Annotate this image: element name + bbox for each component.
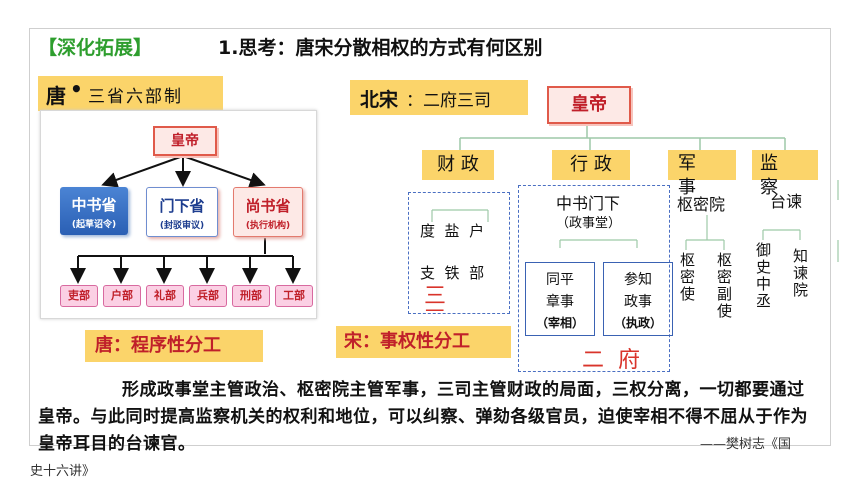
sheng-name: 门下省: [159, 197, 205, 215]
supervision-name: 台谏: [770, 192, 803, 211]
tang-label: 唐 • 三省六部制: [38, 76, 223, 111]
admin-left-l2: 章事: [546, 294, 574, 310]
branch-finance: 财 政: [422, 150, 494, 180]
page-title: 1.思考：唐宋分散相权的方式有何区别: [218, 37, 543, 59]
branch-supervision-text: 监 察: [760, 153, 778, 198]
military-a: 枢密使: [678, 252, 696, 303]
song-label-main: 北宋: [360, 89, 399, 111]
admin-right-role: （执政）: [613, 316, 662, 330]
admin-left-l1: 同平: [546, 272, 574, 288]
sheng-role: (封驳审议): [159, 221, 205, 231]
branch-military: [668, 150, 736, 180]
finance-row2: 支 铁 部: [420, 264, 485, 282]
admin-chancellor-box: 同平 章事 （宰相）: [525, 262, 595, 336]
ministry-gong: 工部: [275, 285, 313, 307]
admin-group-label: 二 府: [582, 348, 640, 373]
ministry-xing: 刑部: [232, 285, 270, 307]
admin-group-box: [518, 185, 670, 372]
branch-supervision: [752, 150, 818, 180]
branch-military-text: 军 事: [678, 153, 696, 198]
song-label: 北宋 ：二府三司: [350, 80, 528, 115]
shengs-zhongshu: 中书省 (起草诏令): [60, 187, 128, 235]
military-b: 枢密副使: [715, 252, 733, 320]
tang-emperor-box: 皇帝: [153, 126, 217, 156]
ministry-bing: 兵部: [189, 285, 227, 307]
ministry-hu: 户部: [103, 285, 141, 307]
song-label-rest: ：二府三司: [406, 91, 491, 111]
admin-name: 中书门下: [556, 194, 621, 213]
slide-frame: [29, 28, 831, 446]
quote-source-a: ——樊树志《国: [700, 437, 792, 452]
finance-group-label: 三 司: [424, 285, 446, 311]
sheng-role: (执行机构): [245, 221, 291, 231]
admin-right-l2: 政事: [624, 294, 652, 310]
tang-label-main: 唐: [46, 84, 66, 108]
tang-conclusion: 唐：程序性分工: [85, 330, 263, 362]
section-tag: 【深化拓展】: [38, 37, 153, 59]
admin-left-role: （宰相）: [535, 316, 584, 330]
sheng-role: (起草诏令): [71, 220, 117, 230]
sheng-name: 中书省: [71, 196, 117, 214]
shengs-menxia: 门下省 (封驳审议): [146, 187, 218, 237]
sheng-name: 尚书省: [245, 197, 291, 215]
admin-sub: （政事堂）: [556, 216, 622, 231]
tang-label-dot: •: [70, 77, 83, 101]
finance-row1: 度 盐 户: [420, 222, 485, 240]
supervision-b: 知谏院: [791, 248, 809, 299]
quote-source-b: 史十六讲》: [30, 464, 96, 479]
song-conclusion: 宋：事权性分工: [336, 326, 511, 358]
song-emperor-box: 皇帝: [547, 86, 631, 124]
ministry-li: 吏部: [60, 285, 98, 307]
finance-group-box: [408, 192, 510, 314]
admin-vice-box: 参知 政事 （执政）: [603, 262, 673, 336]
military-name: 枢密院: [677, 195, 726, 214]
tang-label-rest: 三省六部制: [88, 87, 183, 107]
branch-admin: 行 政: [552, 150, 630, 180]
shengs-shangshu: 尚书省 (执行机构): [233, 187, 303, 237]
ministry-li-rites: 礼部: [146, 285, 184, 307]
admin-right-l1: 参知: [624, 272, 652, 288]
quote-text: 形成政事堂主管政治、枢密院主管军事，三司主管财政的局面，三权分离，一切都要通过皇…: [38, 380, 808, 454]
supervision-a: 御史中丞: [754, 242, 772, 310]
